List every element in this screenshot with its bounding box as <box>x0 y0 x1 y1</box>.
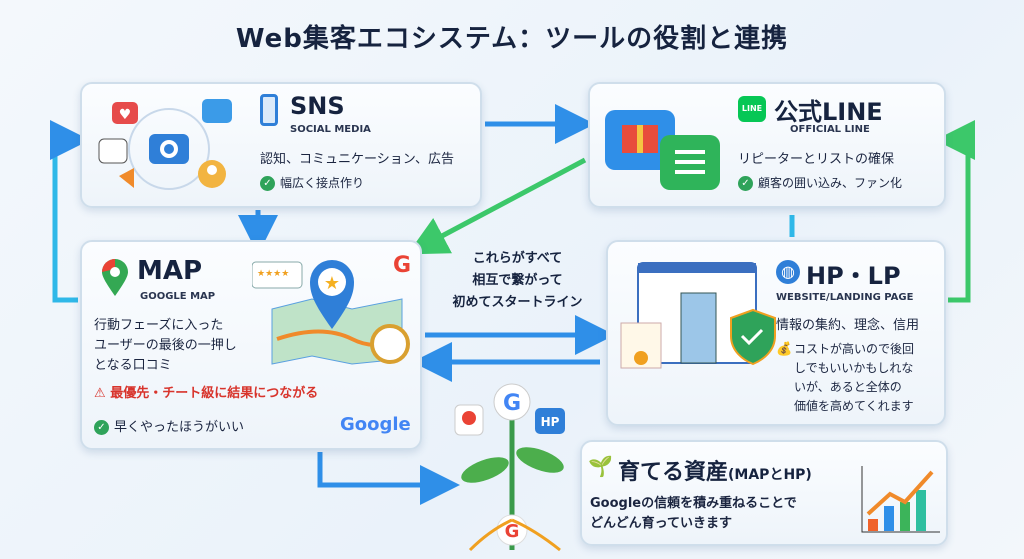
hp-title: HP・LP <box>806 262 901 290</box>
asset-desc-line: Googleの信頼を積み重ねることで <box>590 496 797 511</box>
sns-title: SNS <box>290 92 345 120</box>
line-desc: リピーターとリストの確保 <box>738 152 895 167</box>
money-bag-icon: 💰 <box>776 342 793 357</box>
svg-text:G: G <box>393 253 411 278</box>
sprout-icon: 🌱 <box>588 454 613 478</box>
map-desc-line: となる口コミ <box>94 358 172 373</box>
center-message: これらがすべて 相互で繋がって 初めてスタートライン <box>430 248 605 314</box>
hp-desc: 情報の集約、理念、信用 <box>776 318 920 333</box>
center-line: 相互で繋がって <box>472 273 563 288</box>
svg-text:★: ★ <box>324 273 340 294</box>
arrow-map-to-asset <box>317 452 460 505</box>
asset-desc-line: どんどん育っていきます <box>590 516 732 531</box>
sns-desc: 認知、コミュニケーション、広告 <box>260 152 454 167</box>
arrow-line-to-map <box>407 157 587 255</box>
growing-plant-illustration: G HP G <box>454 383 565 552</box>
globe-icon: ◍ <box>776 260 800 284</box>
hp-note-line: いが、あると全体の <box>794 380 902 394</box>
hp-note-line: 価値を高めてくれます <box>794 399 914 413</box>
sns-subtitle: SOCIAL MEDIA <box>290 124 371 135</box>
line-subtitle: OFFICIAL LINE <box>790 124 870 135</box>
asset-title: 育てる資産 <box>618 460 729 485</box>
hp-note-line: コストが高いので後回 <box>794 342 915 356</box>
google-logo: Google <box>340 414 411 435</box>
center-line: これらがすべて <box>472 251 563 266</box>
center-line: 初めてスタートライン <box>452 295 583 310</box>
line-card: LINE 公式LINE OFFICIAL LINE リピーターとリストの確保 ✓… <box>588 82 946 208</box>
line-logo-icon: LINE <box>738 96 766 122</box>
map-subtitle: GOOGLE MAP <box>140 291 216 302</box>
line-point: 顧客の囲い込み、ファン化 <box>758 176 903 190</box>
check-icon: ✓ <box>260 176 275 191</box>
arrow-hp-to-line <box>935 120 975 303</box>
map-point: 早くやったほうがいい <box>114 420 245 435</box>
sns-point: 幅広く接点作り <box>280 176 365 190</box>
arrow-map-to-sns <box>50 120 90 303</box>
hp-card: ◍ HP・LP WEBSITE/LANDING PAGE 情報の集約、理念、信用… <box>606 240 946 426</box>
asset-title-suffix: (MAPとHP) <box>728 467 812 483</box>
map-pin-icon <box>102 259 128 296</box>
map-warning: 最優先・チート級に結果につながる <box>110 386 319 401</box>
svg-text:HP: HP <box>541 415 560 429</box>
check-icon: ✓ <box>94 420 109 435</box>
svg-text:G: G <box>505 521 520 542</box>
sns-card: ♥ SNS SOCIAL MEDIA 認知、コミュニケーション、広告 ✓ 幅広く接… <box>80 82 482 208</box>
map-illustration: ★★★★ ★ G <box>252 253 411 365</box>
hp-note-line: しでもいいかもしれな <box>794 361 914 375</box>
map-card: MAP GOOGLE MAP 行動フェーズに入った ユーザーの最後の一押し とな… <box>80 240 422 450</box>
svg-text:♥: ♥ <box>119 107 132 123</box>
smartphone-icon <box>260 94 278 126</box>
line-title: 公式LINE <box>774 98 883 126</box>
hp-subtitle: WEBSITE/LANDING PAGE <box>776 292 914 303</box>
svg-text:★★★★: ★★★★ <box>257 269 289 279</box>
website-building-illustration <box>620 262 776 369</box>
sns-illustration: ♥ <box>98 99 232 190</box>
check-icon: ✓ <box>738 176 753 191</box>
map-desc-line: 行動フェーズに入った <box>94 318 224 333</box>
map-title: MAP <box>137 256 203 286</box>
asset-card: 🌱 育てる資産(MAPとHP) Googleの信頼を積み重ねることで どんどん育… <box>580 440 948 546</box>
growth-chart-icon <box>861 466 940 533</box>
warning-icon: ⚠ <box>94 386 111 401</box>
chat-gift-illustration <box>605 110 720 190</box>
page-title: Web集客エコシステム：ツールの役割と連携 <box>235 24 789 54</box>
svg-text:G: G <box>503 391 521 416</box>
map-desc-line: ユーザーの最後の一押し <box>94 338 237 353</box>
